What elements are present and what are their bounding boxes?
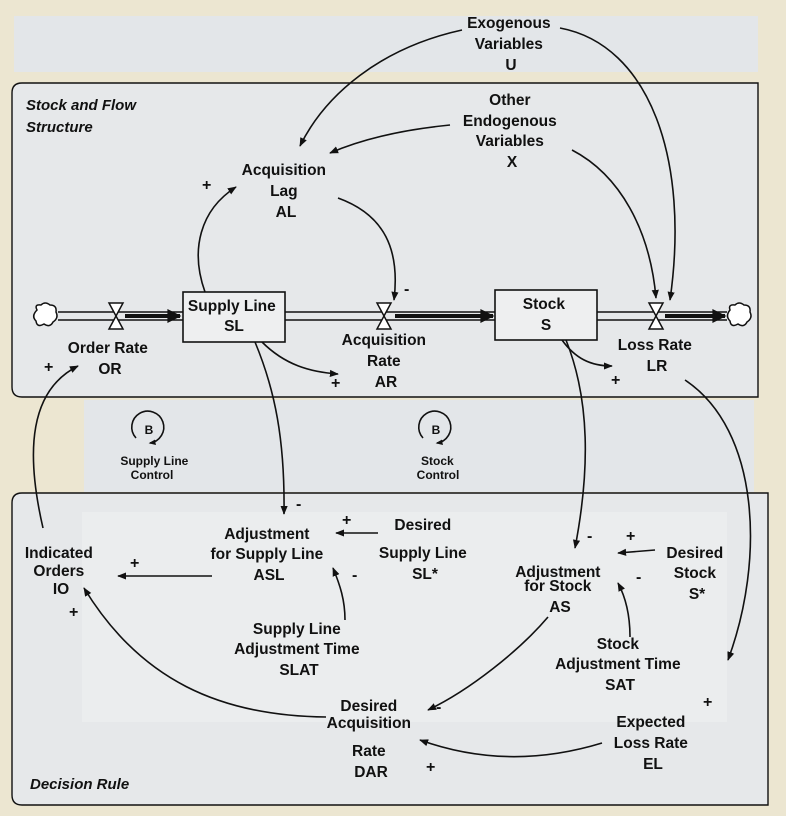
section-title-stock-flow: Stock and Flow Structure: [26, 97, 140, 136]
top-panel: [14, 16, 758, 72]
supply-line-stock: Supply Line SL: [182, 291, 286, 343]
link-loss-rate-to-expected-loss: [684, 379, 752, 661]
desired-acquisition-rate-label: Desired Acquisition Rate DAR: [327, 698, 416, 781]
middle-panel: [84, 400, 754, 492]
source-cloud-icon: [33, 302, 58, 327]
link-stock-to-loss-rate: [561, 339, 613, 370]
link-sat-to-adjustment-stock: [617, 582, 631, 638]
polarity-sign: +: [703, 694, 712, 711]
expected-loss-rate-label: Expected Loss Rate EL: [614, 714, 692, 773]
acquisition-rate-valve-icon: [375, 302, 393, 330]
link-supply-line-to-acquisition-rate: [261, 341, 339, 378]
desired-supply-line-label: Desired Supply Line SL*: [379, 517, 471, 583]
polarity-sign: +: [611, 372, 620, 389]
stock-control-loop: B Stock Control: [417, 410, 460, 482]
supply-line-adjustment-time-label: Supply Line Adjustment Time SLAT: [234, 621, 364, 679]
desired-stock-label: Desired Stock S*: [666, 545, 727, 603]
link-stock-to-adjustment-stock: [565, 339, 587, 549]
svg-text:B: B: [432, 423, 441, 437]
svg-text:Supply Line Control: Supply Line Control: [120, 454, 191, 482]
other-endogenous-variables-label: Other Endogenous Variables X: [463, 92, 561, 171]
link-desired-stock-to-adjustment-stock: [617, 548, 656, 556]
link-acquisition-lag-to-acquisition-rate: [337, 197, 399, 301]
acquisition-rate-label: Acquisition Rate AR: [342, 332, 431, 391]
section-title-decision-rule: Decision Rule: [30, 776, 129, 793]
link-adjustment-stock-to-dar: [427, 616, 549, 711]
polarity-sign: +: [69, 604, 78, 621]
stock-box: Stock S: [494, 289, 598, 341]
polarity-sign: +: [44, 359, 53, 376]
decision-inner-panel: [82, 512, 727, 722]
svg-text:Supply Line SL: Supply Line SL: [188, 298, 280, 335]
svg-text:Stock S: Stock S: [523, 296, 570, 334]
adjustment-stock-label: Adjustment for Stock AS: [515, 564, 605, 616]
polarity-sign: +: [202, 177, 211, 194]
sink-cloud-icon: [726, 302, 752, 327]
outflow-pipe: [597, 309, 727, 323]
order-rate-valve-icon: [107, 302, 125, 330]
polarity-sign: +: [626, 528, 635, 545]
polarity-sign: +: [331, 375, 340, 392]
supply-line-control-loop: B Supply Line Control: [120, 410, 191, 482]
order-rate-label: Order Rate OR: [68, 340, 152, 378]
link-slat-to-adjustment-supply-line: [332, 567, 346, 621]
link-exogenous-to-acquisition-lag: [299, 29, 463, 147]
polarity-sign: -: [296, 496, 301, 513]
polarity-sign: +: [342, 512, 351, 529]
link-supply-line-to-acquisition-lag: [197, 186, 237, 293]
adjustment-supply-line-label: Adjustment for Supply Line ASL: [210, 526, 327, 584]
stock-adjustment-time-label: Stock Adjustment Time SAT: [555, 636, 685, 694]
link-dar-to-indicated-orders: [83, 587, 327, 718]
polarity-sign: -: [404, 281, 409, 298]
polarity-sign: -: [436, 699, 441, 716]
svg-text:Stock Control: Stock Control: [417, 454, 460, 482]
loss-rate-label: Loss Rate LR: [618, 337, 696, 375]
link-expected-loss-to-dar: [419, 739, 603, 758]
link-endogenous-to-acquisition-lag: [329, 124, 451, 154]
polarity-sign: -: [352, 567, 357, 584]
polarity-sign: +: [426, 759, 435, 776]
link-exogenous-to-loss-rate: [559, 27, 676, 301]
link-indicated-orders-to-order-rate: [32, 365, 79, 529]
inflow-pipe: [58, 309, 183, 323]
link-supply-line-to-adjustment-supply-line: [254, 341, 288, 515]
polarity-sign: +: [130, 555, 139, 572]
exogenous-variables-label: Exogenous Variables U: [467, 15, 555, 74]
acquisition-lag-label: Acquisition Lag AL: [242, 162, 331, 221]
acquisition-pipe: [285, 309, 495, 323]
loss-rate-valve-icon: [647, 302, 665, 330]
svg-text:B: B: [145, 423, 154, 437]
link-endogenous-to-loss-rate: [571, 149, 659, 299]
indicated-orders-label: Indicated Orders IO: [25, 545, 97, 598]
polarity-sign: -: [636, 569, 641, 586]
polarity-sign: -: [587, 528, 592, 545]
